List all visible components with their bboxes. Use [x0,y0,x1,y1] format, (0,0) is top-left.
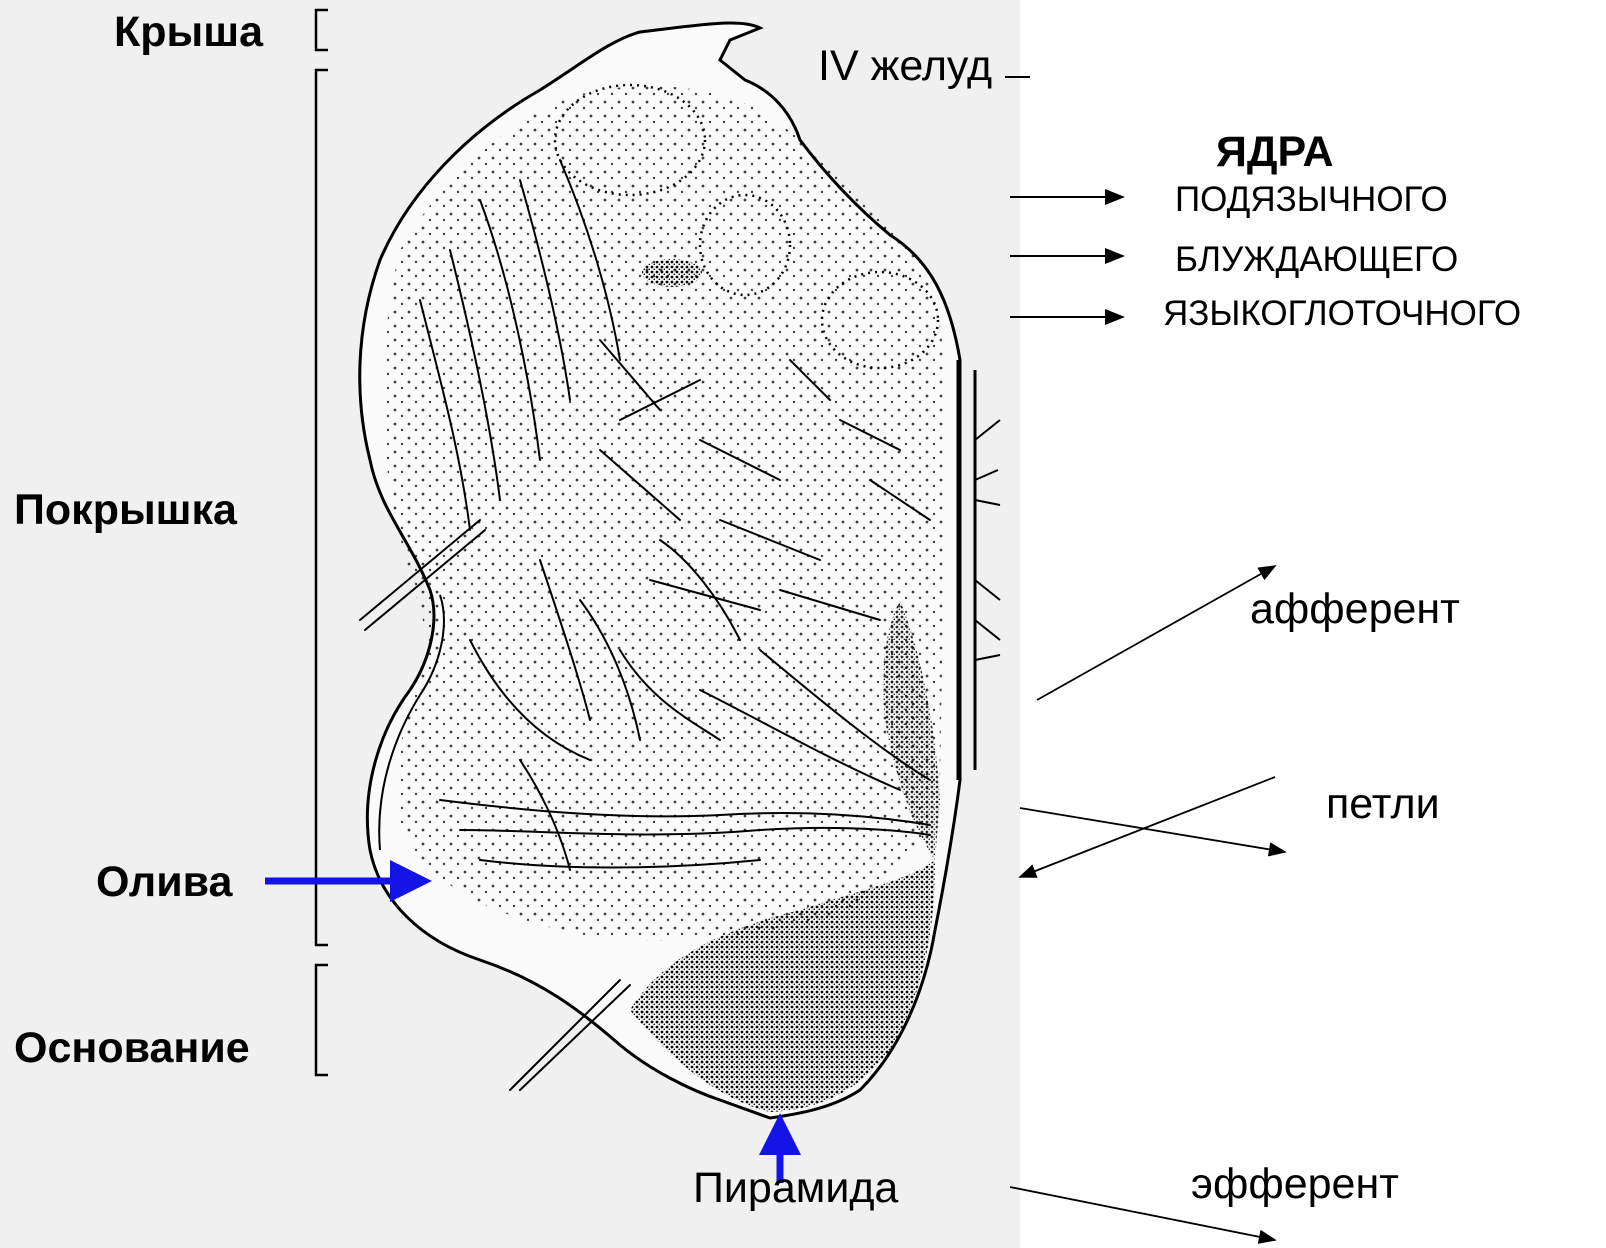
arrow-loops-out [1020,808,1285,852]
solitary-nucleus-blob [642,259,702,287]
label-olive: Олива [96,858,232,907]
label-roof: Крыша [114,8,263,57]
label-hypoglossal: ПОДЯЗЫЧНОГО [1175,180,1448,220]
bracket-tegmentum [316,70,328,945]
label-pyramid: Пирамида [693,1164,898,1213]
label-vagus: БЛУЖДАЮЩЕГО [1175,240,1458,280]
label-glossopharyngeal: ЯЗЫКОГЛОТОЧНОГО [1163,294,1521,334]
arrow-afferent [1037,566,1275,700]
label-tegmentum: Покрышка [14,486,237,535]
label-fourth-ventricle: IV желуд [818,42,992,91]
label-base: Основание [14,1024,250,1073]
arrow-loops-in [1020,777,1275,877]
raphe-fibers [975,420,1000,660]
bracket-base [316,965,328,1075]
label-efferent: эфферент [1191,1160,1399,1209]
label-afferent: афферент [1250,585,1460,634]
bracket-roof [316,10,328,50]
label-loops: петли [1326,780,1440,829]
label-nuclei-title: ЯДРА [1216,128,1334,177]
